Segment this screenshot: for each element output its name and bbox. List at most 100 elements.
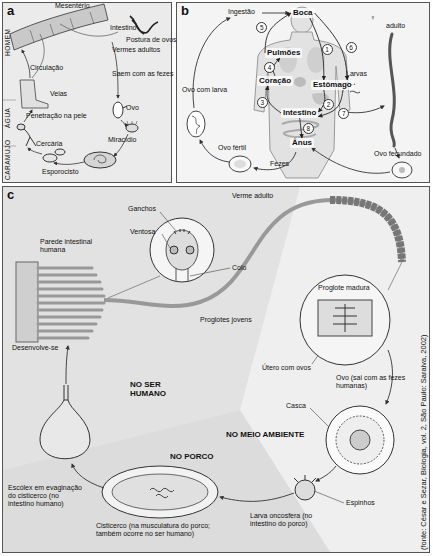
proglottid-magnified: [333, 304, 357, 332]
organ-label-box: Pulmões: [265, 48, 302, 58]
part-label: Casca: [286, 402, 306, 410]
part-label: Colo: [232, 264, 246, 272]
part-label: Útero com ovos: [262, 364, 311, 372]
scolex-magnified: [150, 218, 214, 282]
habitat-zone: [3, 187, 429, 552]
part-label: Ovo: [126, 104, 139, 112]
part-label: Verme adulto: [232, 192, 273, 200]
cycle-arrow: [316, 466, 336, 481]
part-label: Proglote madura: [318, 284, 370, 292]
panel-letter: c: [7, 187, 14, 202]
egg-drawing: [326, 406, 394, 474]
part-label: Parede intestinal humana: [40, 238, 100, 254]
callout-number: 6: [346, 42, 357, 53]
migration-arrow: [300, 118, 302, 138]
part-label: Ovo com larva: [182, 86, 227, 94]
cysticercus-drawing: [112, 474, 208, 510]
leader-line: [314, 491, 344, 503]
part-label: Ventosa: [130, 228, 155, 236]
organ-name: Boca: [293, 8, 313, 18]
part-label: Desenvolve-se: [12, 344, 58, 352]
side-label: HOMEM: [4, 29, 11, 56]
cysticercus-drawing: [150, 488, 174, 497]
part-label: Larva oncosfera (no intestino do porco): [250, 512, 330, 528]
egg-drawing: [350, 430, 370, 450]
cycle-arrow: [262, 13, 289, 14]
leader-line: [162, 234, 170, 248]
part-label: Esporocisto: [42, 168, 79, 176]
part-label: Ganchos: [128, 205, 156, 213]
proglottid-magnified: [300, 262, 402, 365]
snail-drawing: [94, 155, 106, 163]
cercaria-drawing: [17, 124, 25, 130]
part-label: Circulação: [30, 64, 63, 72]
evaginating-scolex: [64, 385, 68, 400]
organ-drawing: [279, 47, 329, 137]
callout-number: 2: [323, 99, 334, 110]
intestinal-wall: [16, 262, 38, 342]
oncosphere-drawing: [294, 475, 316, 500]
panel-letter: a: [7, 3, 14, 18]
callout-number: 1: [322, 44, 333, 55]
cycle-arrow: [66, 346, 68, 384]
organ-name: Pulmões: [267, 48, 300, 58]
snail-drawing: [55, 149, 65, 155]
organ-label-box: Boca: [291, 8, 315, 18]
proglottid-magnified: [318, 300, 372, 336]
proglottid-magnified: [300, 275, 390, 365]
scolex-magnified: [150, 218, 214, 282]
part-label: Ovo fecundado: [374, 150, 421, 158]
part-label: Proglotes jovens: [200, 316, 252, 324]
intestinal-wall: [38, 268, 104, 338]
egg-drawing: [399, 167, 405, 173]
cycle-arrow: [66, 346, 392, 501]
organ-name: Estômago: [313, 80, 352, 90]
part-label: Veias: [50, 90, 67, 98]
side-label: CARAMUJO: [4, 140, 11, 180]
part-label: Ovo (sai com as fezes humanas): [336, 374, 416, 390]
part-label: Cercária: [36, 140, 62, 148]
part-label: Penetração na pele: [26, 112, 87, 120]
panel-letter: b: [181, 3, 189, 18]
zone-label: NO SER HUMANO: [130, 380, 190, 398]
oncosphere-drawing: [295, 480, 315, 500]
snail-drawing: [43, 154, 57, 162]
scolex-magnified: [176, 268, 188, 282]
part-label: Cisticerco (na musculatura do porco; tam…: [96, 522, 216, 538]
part-label: Intestino: [110, 24, 136, 32]
leader-line: [160, 212, 176, 231]
part-label: Escólex em evaginação do cisticerco (no …: [8, 484, 86, 508]
scolex-magnified: [170, 246, 178, 254]
part-label: Vermes adultos: [112, 46, 160, 54]
oncosphere-drawing: [294, 475, 316, 482]
organ-label-box: Ânus: [290, 138, 314, 148]
part-label: Ingestão: [228, 8, 255, 16]
egg-drawing: [336, 416, 384, 464]
scolex-magnified: [186, 246, 194, 254]
snail-drawing: [84, 152, 116, 168]
organ-drawing: [294, 77, 306, 87]
proglottid-magnified: [388, 262, 402, 290]
cysticercus-drawing: [102, 466, 218, 518]
human-silhouette: [291, 7, 313, 33]
evaginating-scolex: [40, 385, 90, 459]
organ-label-box: Estômago: [311, 80, 354, 90]
egg-drawing: [229, 156, 251, 172]
part-label: Larvas: [346, 70, 367, 78]
organ-name: Intestino: [283, 108, 316, 118]
part-label: Postura de ovos: [126, 36, 177, 44]
zone-label: NO MEIO AMBIENTE: [226, 430, 304, 439]
egg-drawing: [192, 116, 200, 134]
organ-label-box: Coração: [257, 76, 293, 86]
leader-line: [190, 268, 230, 276]
part-label: ♀: [370, 14, 375, 22]
zone-label: NO PORCO: [170, 452, 214, 461]
leader-line: [310, 408, 330, 428]
intestinal-wall: [16, 262, 104, 342]
part-label: Ovo fértil: [218, 144, 246, 152]
egg-drawing: [392, 162, 412, 178]
leader-line: [160, 212, 344, 503]
part-label: Espinhos: [346, 499, 375, 507]
